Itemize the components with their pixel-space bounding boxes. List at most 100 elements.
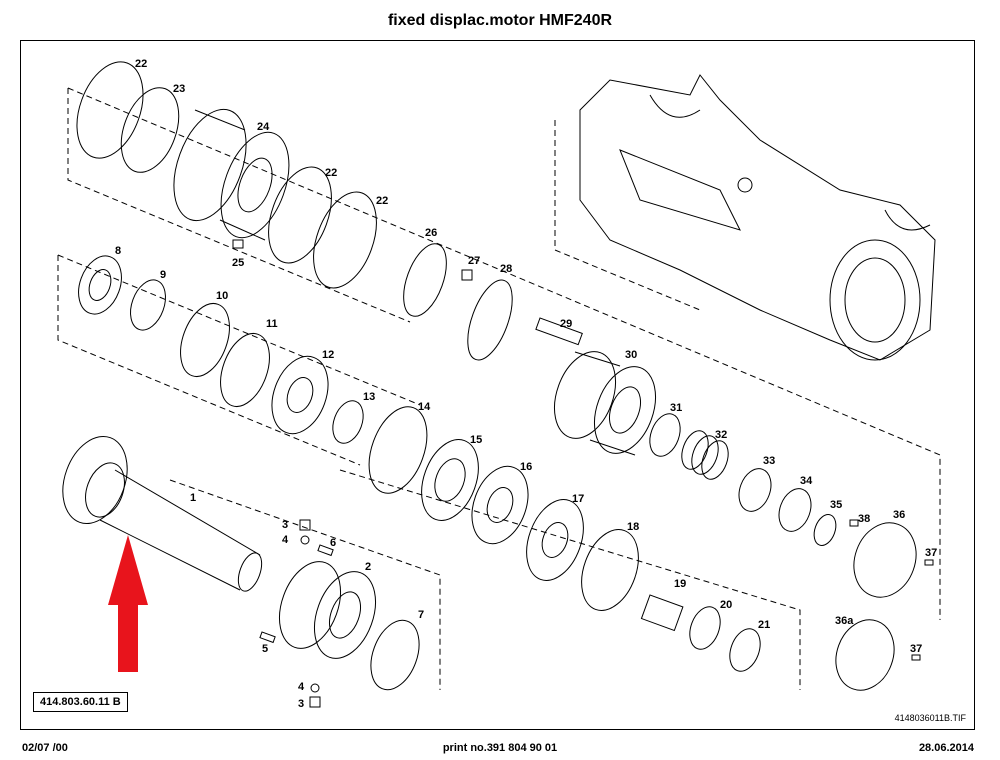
pin-37-b [911,654,921,661]
o-ring-22-a [76,61,144,159]
disc-10 [180,303,230,377]
callout-37-b: 37 [910,643,922,655]
ring-31 [649,413,681,457]
callout-15: 15 [470,434,482,446]
part-number-box: 414.803.60.11 B [33,692,128,712]
callout-36: 36 [893,509,905,521]
callout-22-a: 22 [135,58,147,70]
callout-9: 9 [160,269,166,281]
callout-22-b: 22 [325,167,337,179]
callout-34: 34 [800,475,813,487]
callout-3-b: 3 [298,698,304,710]
callout-35: 35 [830,499,842,511]
disc-15 [421,439,479,521]
callout-23: 23 [173,83,185,95]
port-plate-28 [467,279,513,361]
footer-print-number: print no.391 804 90 01 [442,742,558,754]
plug-25 [232,239,244,249]
seal-4-b [310,683,320,693]
ring-18 [581,529,639,611]
ring-7 [370,619,420,691]
washer-33 [738,468,772,512]
callout-10: 10 [216,290,228,302]
screw-6 [317,544,334,557]
disc-11 [220,333,270,407]
callout-2: 2 [365,561,371,573]
callout-27: 27 [468,255,480,267]
assembly-guide-lines [57,87,941,690]
callout-33: 33 [763,455,775,467]
plate-12 [271,355,329,435]
callout-7: 7 [418,609,424,621]
callout-5: 5 [262,643,268,655]
callout-3: 3 [282,519,288,531]
callout-20: 20 [720,599,732,611]
ring-13 [332,400,364,444]
bearing-20 [689,606,721,650]
callout-4: 4 [282,534,289,546]
callout-14: 14 [418,401,431,413]
callout-13: 13 [363,391,375,403]
callout-22-c: 22 [376,195,388,207]
footer-date-right: 28.06.2014 [918,742,974,754]
plate-16 [471,465,529,545]
nut-9 [130,279,166,331]
flange-2 [279,561,376,659]
page-title: fixed displac.motor HMF240R [387,12,613,29]
callout-38: 38 [858,513,870,525]
disc-17 [526,499,584,581]
o-ring-22-b [268,166,332,264]
red-arrow-icon [108,535,148,672]
ring-34 [778,488,812,532]
plug-3-b [309,696,321,708]
ring-21 [729,628,761,672]
callout-28: 28 [500,263,512,275]
screw-27 [461,269,473,281]
o-ring-22-c [313,191,377,289]
pin-37-a [924,559,934,566]
callout-36a: 36a [835,615,854,627]
callout-16: 16 [520,461,532,473]
callout-18: 18 [627,521,639,533]
motor-housing-24 [173,108,290,241]
cover-36a [835,619,895,691]
callout-32: 32 [715,429,727,441]
plug-3-a [299,519,311,531]
callout-17: 17 [572,493,584,505]
snap-ring-35 [813,514,837,546]
callout-21: 21 [758,619,770,631]
shaft-1 [62,435,263,592]
plate-26 [403,243,447,317]
callout-26: 26 [425,227,437,239]
callout-labels: 1 2 3 4 5 6 7 8 9 10 11 12 13 14 15 16 1… [115,58,937,710]
callout-31: 31 [670,402,682,414]
screw-38 [849,519,859,527]
cylinder-block-30 [554,351,656,456]
axle-housing [579,74,936,361]
callout-6: 6 [330,537,336,549]
footer-date-left: 02/07 /00 [22,742,68,754]
callout-30: 30 [625,349,637,361]
callout-25: 25 [232,257,244,269]
drawing-frame [20,40,975,730]
screw-5 [259,631,276,644]
file-id: 4148036011B.TIF [894,713,966,723]
callout-19: 19 [674,578,686,590]
bearing-8 [78,255,122,315]
pin-29 [535,317,583,346]
callout-24: 24 [257,121,270,133]
spring-32 [681,430,729,480]
callout-8: 8 [115,245,121,257]
sleeve-19 [640,594,684,632]
callout-1: 1 [190,492,196,504]
ring-14 [368,406,428,494]
cover-36 [853,522,917,598]
callout-37-a: 37 [925,547,937,559]
callout-12: 12 [322,349,334,361]
callout-29: 29 [560,318,572,330]
ring-23 [120,87,180,173]
callout-4-b: 4 [298,681,305,693]
callout-11: 11 [266,318,278,330]
seal-4-a [300,535,310,545]
